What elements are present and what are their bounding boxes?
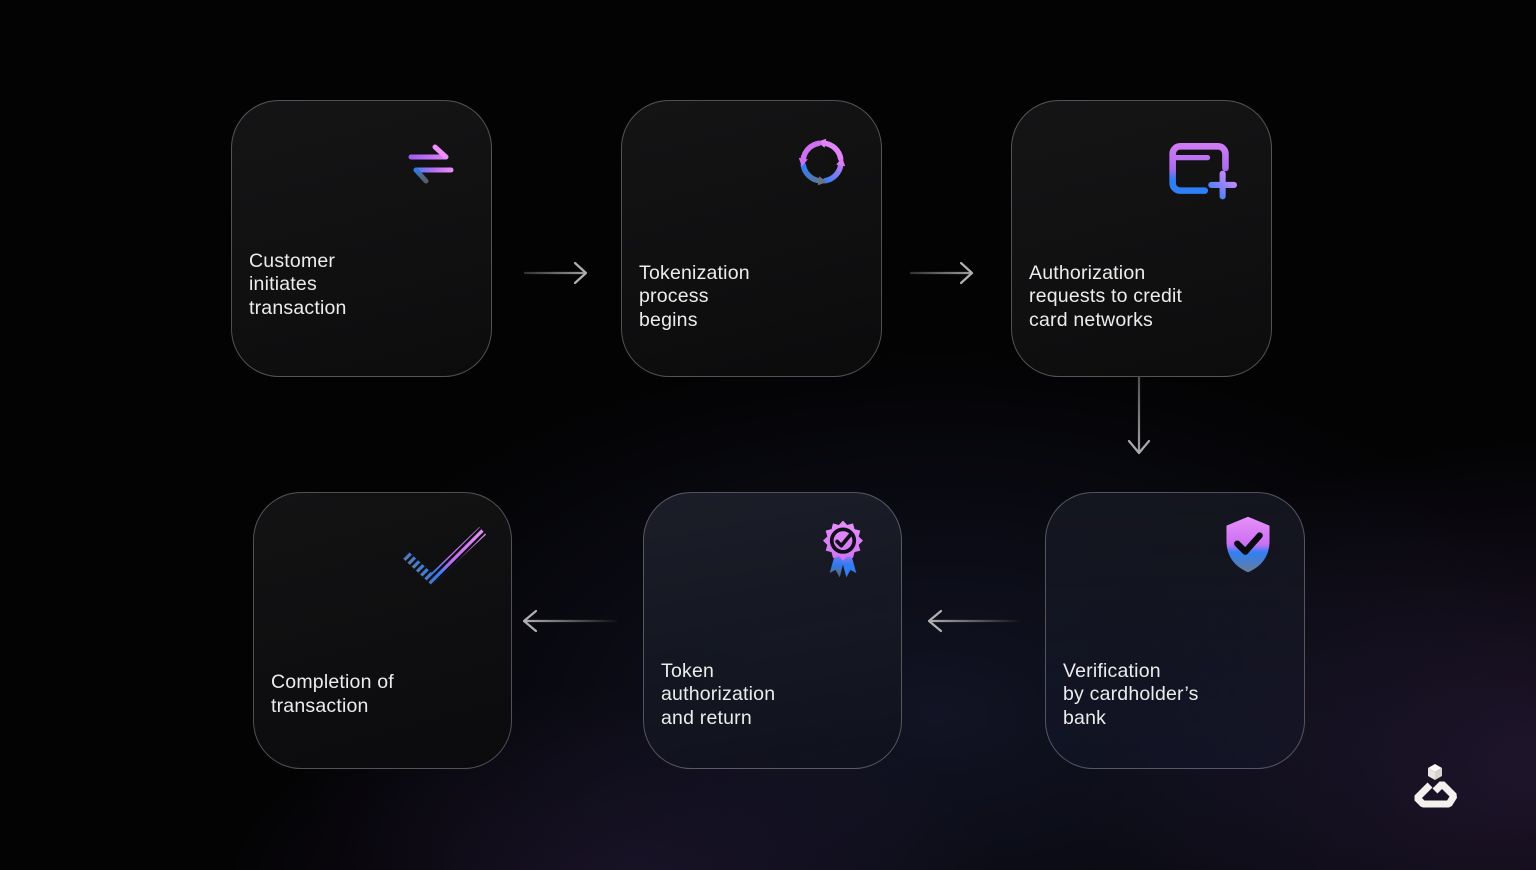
flow-step-label: Authorization requests to credit card ne… [1029, 261, 1183, 331]
flow-step-token-authorization: Token authorization and return [643, 492, 902, 769]
badge-check-icon [823, 520, 863, 578]
card-plus-icon [1169, 143, 1238, 200]
flow-step-authorization-requests: Authorization requests to credit card ne… [1011, 100, 1272, 377]
flow-step-label: Verification by cardholder’s bank [1063, 659, 1199, 729]
flow-step-tokenization-begins: Tokenization process begins [621, 100, 882, 377]
arrow-right-icon [524, 261, 588, 285]
flow-step-label: Token authorization and return [661, 659, 776, 729]
cycle-arrows-icon [798, 138, 846, 186]
flow-step-transaction-completion: Completion of transaction [253, 492, 512, 769]
flow-step-label: Completion of transaction [271, 671, 394, 717]
flow-step-label: Customer initiates transaction [249, 249, 347, 319]
shield-check-icon [1226, 516, 1270, 573]
arrow-down-icon [1127, 376, 1151, 455]
arrow-left-icon [927, 609, 1023, 633]
hatched-check-icon [403, 526, 487, 586]
flow-step-label: Tokenization process begins [639, 261, 750, 331]
flow-step-bank-verification: Verification by cardholder’s bank [1045, 492, 1305, 769]
swap-arrows-icon [408, 144, 454, 184]
flow-step-customer-initiates: Customer initiates transaction [231, 100, 492, 377]
arrow-right-icon [910, 261, 974, 285]
arrow-left-icon [522, 609, 618, 633]
isometric-cube-logo [1414, 764, 1457, 808]
